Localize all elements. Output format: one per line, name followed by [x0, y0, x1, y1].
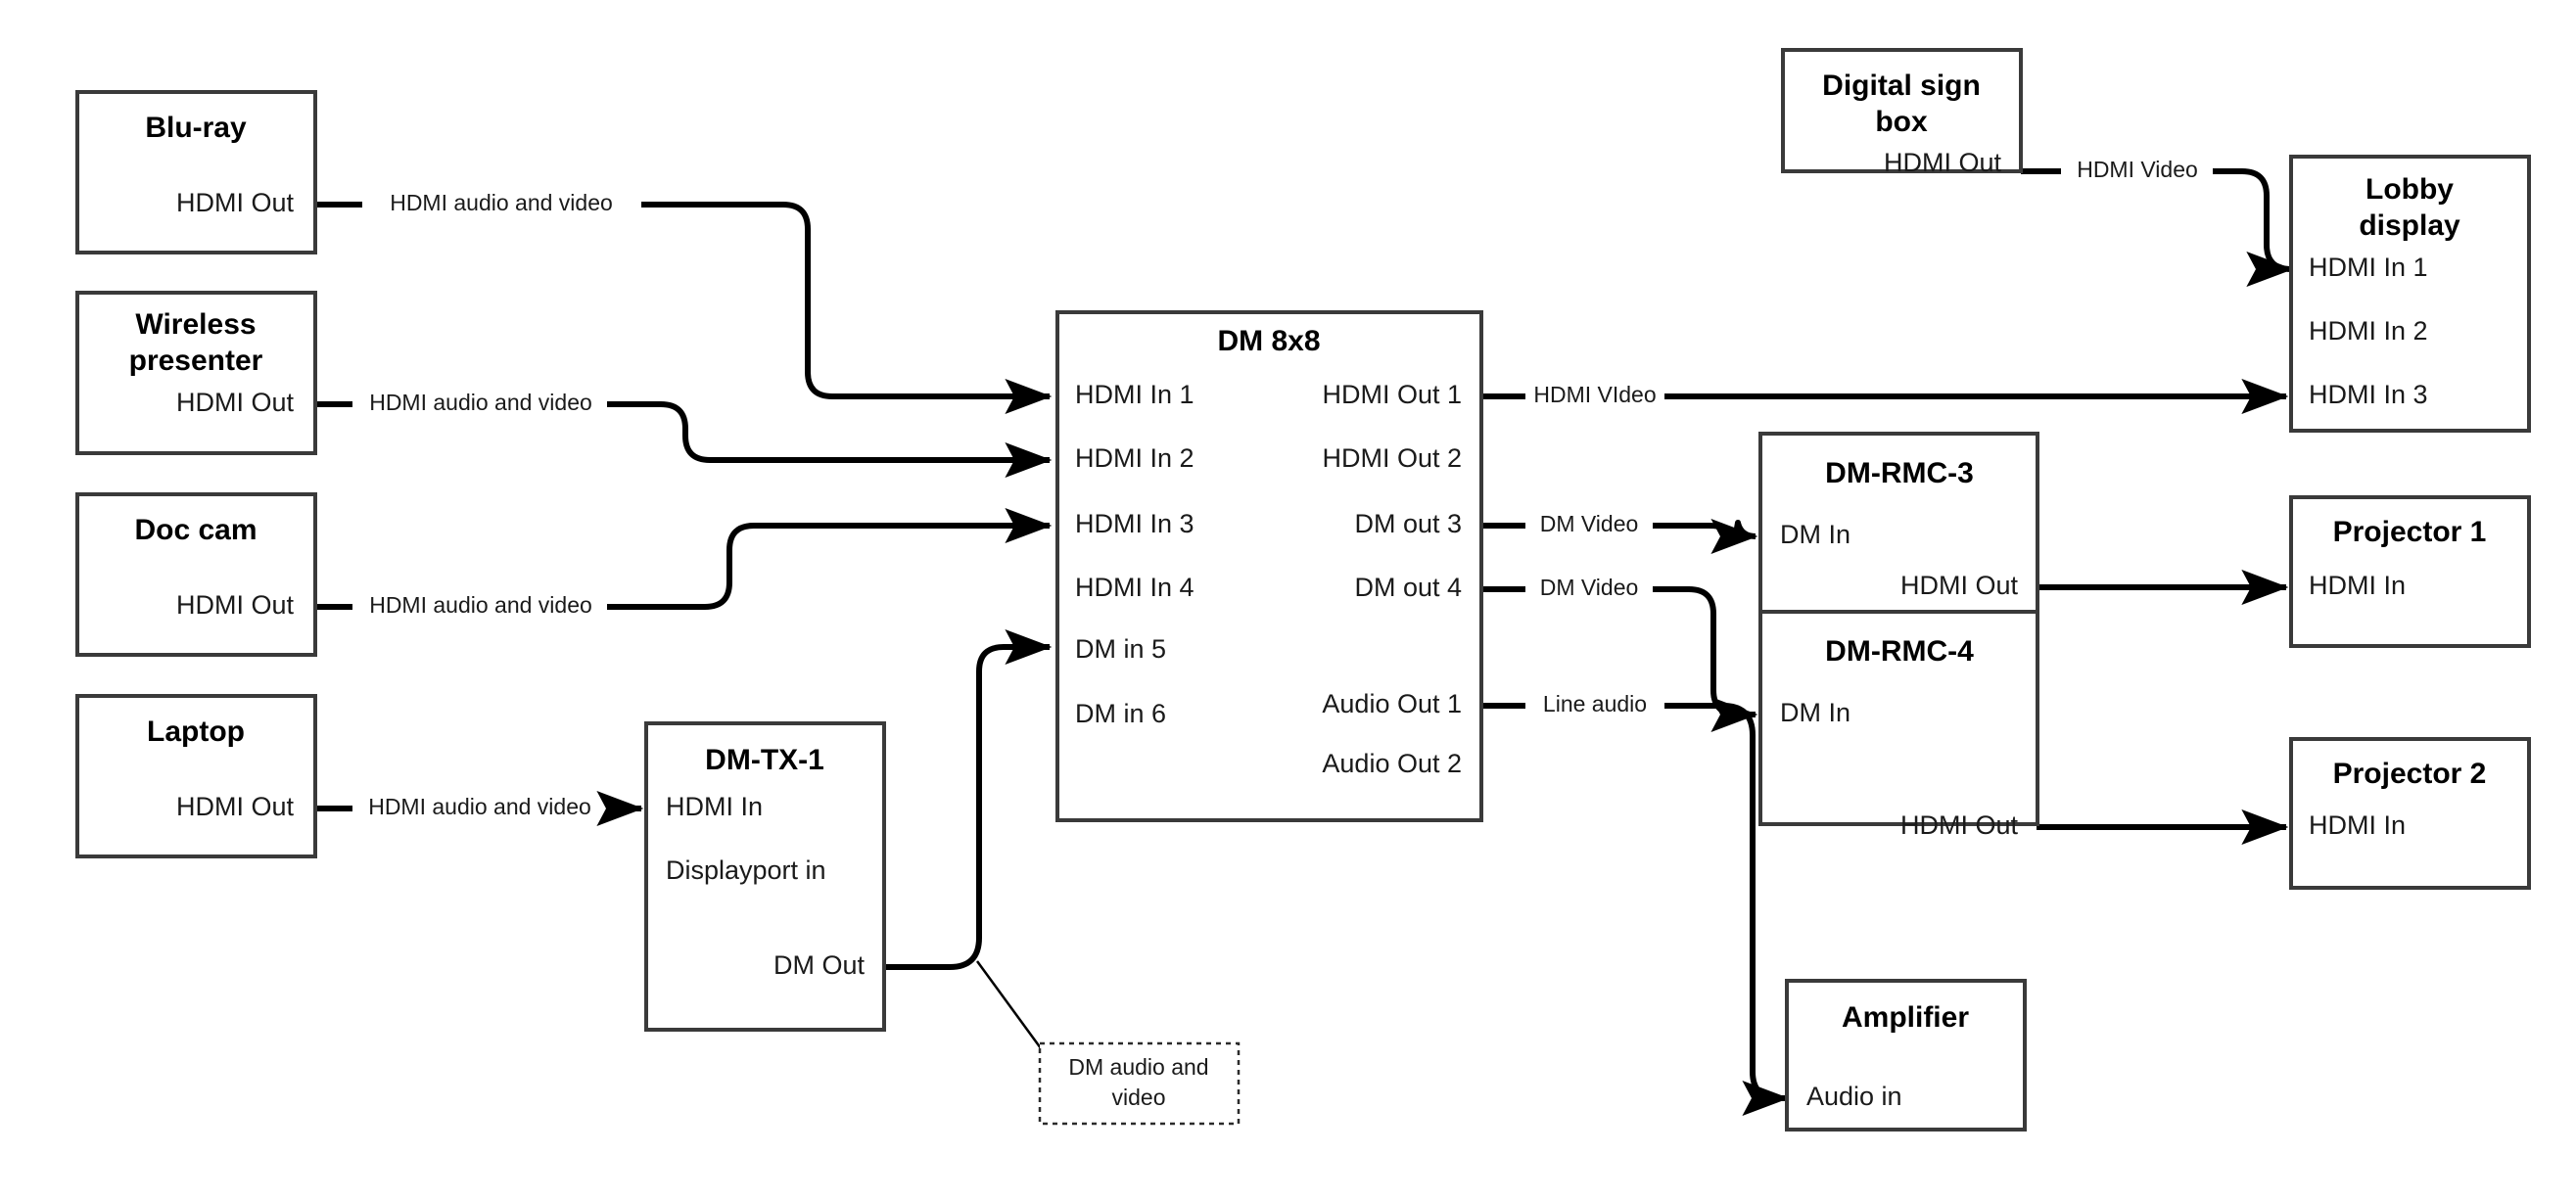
edge-label-dm-out3-to-rmc3: DM Video [1540, 511, 1639, 536]
node-wireless-presenter[interactable]: Wireless presenter HDMI Out [75, 291, 317, 455]
node-doc-cam-box[interactable] [75, 492, 317, 657]
callout-dm-audio-and-video-line2: video [1112, 1085, 1166, 1110]
node-dm-tx-1-port-hdmi-in: HDMI In [666, 792, 763, 821]
node-wireless-presenter-box[interactable] [75, 291, 317, 455]
node-dm-tx-1-box[interactable] [644, 721, 886, 1032]
node-lobby-display-input-hdmi-in-2: HDMI In 2 [2309, 316, 2428, 346]
node-projector-2-port-hdmi-in: HDMI In [2309, 810, 2406, 840]
node-wireless-presenter-title-line2: presenter [129, 345, 263, 377]
node-dm-tx-1-port-dm-out: DM Out [773, 950, 866, 980]
node-laptop-box[interactable] [75, 694, 317, 858]
node-projector-1[interactable]: Projector 1 HDMI In [2289, 495, 2531, 648]
node-amplifier-box[interactable] [1785, 979, 2027, 1132]
wire-bluray-to-dm-in1 [315, 202, 1053, 414]
node-lobby-display-input-hdmi-in-3: HDMI In 3 [2309, 380, 2428, 409]
node-digital-sign-box[interactable]: Digital sign box HDMI Out [1781, 48, 2023, 177]
callout-dm-audio-and-video: DM audio and video [1038, 1041, 1241, 1126]
node-laptop-title: Laptop [147, 716, 245, 748]
node-projector-1-port-hdmi-in: HDMI In [2309, 571, 2406, 600]
callout-dm-audio-and-video-box [1038, 1041, 1241, 1126]
node-digital-sign-box-port-hdmi-out: HDMI Out [1884, 148, 2002, 177]
node-laptop[interactable]: Laptop HDMI Out [75, 694, 317, 858]
node-dm-8x8-input-dm-in-5: DM in 5 [1075, 634, 1166, 664]
edge-label-dm-audio1-to-amp: Line audio [1543, 691, 1647, 716]
wire-dmtx1-to-dm-in5 [884, 629, 1053, 970]
node-projector-2-box[interactable] [2289, 737, 2531, 890]
node-dm-rmc-4-box[interactable] [1758, 610, 2039, 826]
node-projector-2-title: Projector 2 [2333, 758, 2487, 790]
node-dm-rmc-4[interactable]: DM-RMC-4 DM In HDMI Out [1758, 610, 2039, 840]
node-dm-tx-1-port-displayport-in: Displayport in [666, 855, 826, 885]
node-dm-8x8-input-hdmi-in-4: HDMI In 4 [1075, 573, 1194, 602]
node-laptop-port-hdmi-out: HDMI Out [176, 792, 295, 821]
node-digital-sign-box-box[interactable] [1781, 48, 2023, 173]
node-dm-rmc-3-port-hdmi-out: HDMI Out [1900, 571, 2019, 600]
node-dm-8x8-title: DM 8x8 [1217, 325, 1320, 357]
node-projector-1-box[interactable] [2289, 495, 2531, 648]
wire-dm-out3-to-rmc3 [1481, 518, 1758, 554]
callout-leader-line [975, 960, 1043, 1049]
node-dm-8x8-input-dm-in-6: DM in 6 [1075, 699, 1166, 728]
node-dm-rmc-3-title: DM-RMC-3 [1825, 457, 1974, 489]
node-doc-cam-port-hdmi-out: HDMI Out [176, 590, 295, 620]
node-bluray-title: Blu-ray [145, 112, 247, 144]
node-lobby-display-title-line2: display [2359, 209, 2460, 242]
node-projector-1-title: Projector 1 [2333, 516, 2487, 548]
node-dm-8x8-input-hdmi-in-1: HDMI In 1 [1075, 380, 1194, 409]
callout-dm-audio-and-video-line1: DM audio and [1068, 1054, 1208, 1080]
edge-label-bluray-to-dm-in1: HDMI audio and video [390, 190, 613, 215]
node-dm-tx-1-title: DM-TX-1 [705, 744, 824, 776]
node-dm-8x8-box[interactable] [1055, 310, 1483, 822]
node-amplifier-title: Amplifier [1842, 1001, 1969, 1034]
node-dm-rmc-4-port-dm-in: DM In [1780, 698, 1850, 727]
node-lobby-display-box[interactable] [2289, 155, 2531, 433]
node-amplifier-port-audio-in: Audio in [1806, 1082, 1902, 1111]
node-dm-rmc-4-title: DM-RMC-4 [1825, 635, 1974, 668]
node-dm-8x8-input-hdmi-in-3: HDMI In 3 [1075, 509, 1194, 538]
node-doc-cam[interactable]: Doc cam HDMI Out [75, 492, 317, 657]
wire-signbox-to-lobby-in1 [2021, 168, 2294, 287]
node-amplifier[interactable]: Amplifier Audio in [1785, 979, 2027, 1132]
node-dm-8x8-output-audio-out-1: Audio Out 1 [1322, 689, 1462, 718]
node-lobby-display[interactable]: Lobby display HDMI In 1 HDMI In 2 HDMI I… [2289, 155, 2531, 433]
node-dm-8x8-output-hdmi-out-1: HDMI Out 1 [1322, 380, 1462, 409]
wire-wireless-to-dm-in2 [315, 401, 1053, 478]
node-dm-8x8-output-dm-out-3: DM out 3 [1354, 509, 1462, 538]
node-bluray-port-hdmi-out: HDMI Out [176, 188, 295, 217]
edge-label-doccam-to-dm-in3: HDMI audio and video [369, 592, 592, 618]
node-digital-sign-box-title-line2: box [1875, 106, 1928, 138]
node-bluray-box[interactable] [75, 90, 317, 254]
node-dm-rmc-4-port-hdmi-out: HDMI Out [1900, 810, 2019, 840]
node-dm-8x8-output-audio-out-2: Audio Out 2 [1322, 749, 1462, 778]
node-bluray[interactable]: Blu-ray HDMI Out [75, 90, 317, 254]
node-lobby-display-input-hdmi-in-1: HDMI In 1 [2309, 253, 2428, 282]
edge-label-wireless-to-dm-in2: HDMI audio and video [369, 390, 592, 415]
node-projector-2[interactable]: Projector 2 HDMI In [2289, 737, 2531, 890]
node-dm-rmc-3-port-dm-in: DM In [1780, 520, 1850, 549]
node-digital-sign-box-title-line1: Digital sign [1822, 69, 1981, 102]
edge-label-signbox-to-lobby-in1: HDMI Video [2077, 157, 2198, 182]
node-doc-cam-title: Doc cam [134, 514, 257, 546]
edge-label-dm-out1-to-lobby-in3: HDMI VIdeo [1533, 382, 1656, 407]
node-dm-8x8[interactable]: DM 8x8 HDMI In 1 HDMI In 2 HDMI In 3 HDM… [1055, 310, 1483, 822]
node-dm-tx-1[interactable]: DM-TX-1 HDMI In Displayport in DM Out [644, 721, 886, 1032]
node-dm-8x8-output-hdmi-out-2: HDMI Out 2 [1322, 443, 1462, 473]
node-lobby-display-title-line1: Lobby [2365, 173, 2454, 206]
wire-dm-audio1-to-amp [1481, 703, 1790, 1116]
wire-doccam-to-dm-in3 [315, 508, 1053, 610]
edge-label-laptop-to-dmtx1: HDMI audio and video [368, 794, 591, 819]
node-dm-8x8-input-hdmi-in-2: HDMI In 2 [1075, 443, 1194, 473]
node-wireless-presenter-title-line1: Wireless [135, 308, 256, 341]
wire-dm-out4-to-rmc4 [1481, 586, 1758, 732]
node-wireless-presenter-port-hdmi-out: HDMI Out [176, 388, 295, 417]
edge-label-dm-out4-to-rmc4: DM Video [1540, 575, 1639, 600]
node-dm-8x8-output-dm-out-4: DM out 4 [1354, 573, 1462, 602]
